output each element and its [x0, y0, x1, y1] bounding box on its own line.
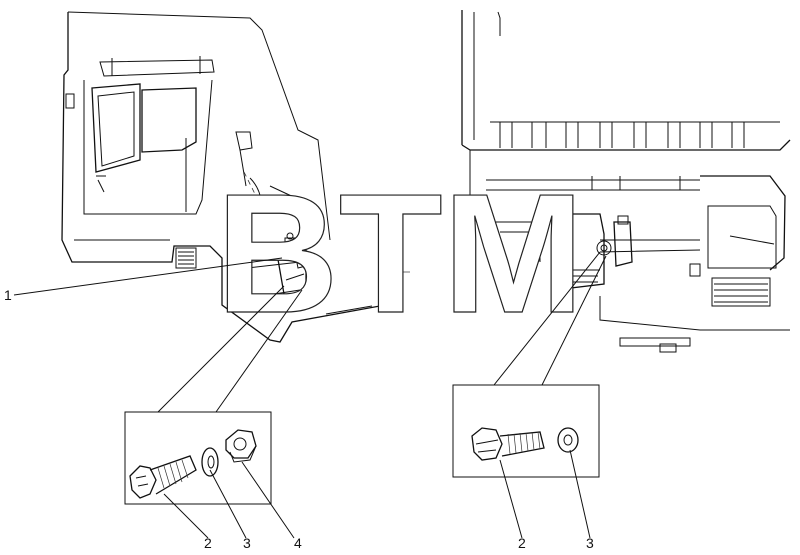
right-washer-part: [557, 427, 579, 453]
left-truck-cab-drawing: [61, 11, 410, 343]
callout-1: 1: [4, 287, 12, 303]
watermark-btm: BTM: [216, 159, 584, 349]
callout-left-3: 3: [243, 535, 251, 550]
left-bolt-part: [129, 455, 197, 499]
right-detail-panel: [452, 384, 600, 478]
right-truck-drawing: [461, 10, 791, 353]
callout-right-2: 2: [518, 535, 526, 550]
callout-numbers: 1 2 3 4 2 3: [4, 287, 594, 551]
left-nut-part: [225, 429, 257, 463]
callout-left-4: 4: [294, 535, 302, 550]
right-bolt-part: [471, 427, 545, 461]
left-washer-part: [201, 447, 219, 477]
leader-lines: [13, 251, 607, 539]
callout-left-2: 2: [204, 535, 212, 550]
left-component-housing: [275, 232, 307, 299]
callout-right-3: 3: [586, 535, 594, 550]
left-detail-panel: [124, 411, 272, 505]
